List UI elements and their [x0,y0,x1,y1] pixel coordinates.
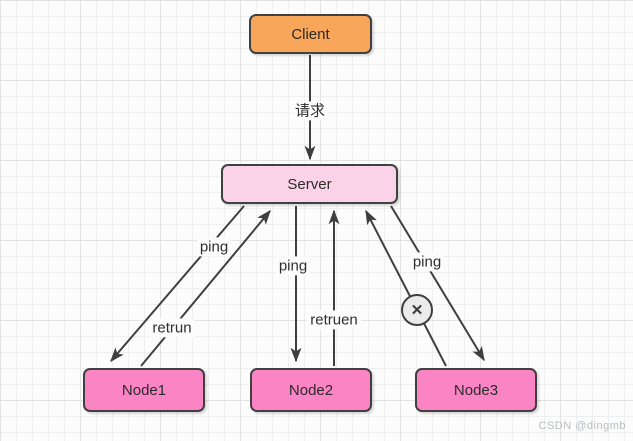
edge-label-return-mid: retruen [307,310,361,330]
cross-glyph: ✕ [410,302,424,319]
edge-server-to-node3-ping [390,205,485,360]
edge-label-request: 请求 [291,101,329,121]
edge-label-ping-left: ping [196,237,232,257]
edge-label-return-left: retrun [149,318,195,338]
edge-server-to-node1-ping [111,205,245,361]
blocked-cross-icon: ✕ [401,294,433,326]
watermark: CSDN @dingmb [538,420,626,432]
edge-label-ping-mid: ping [275,256,311,276]
node3-node: Node3 [415,368,537,412]
client-node: Client [249,14,372,54]
edge-node3-to-server-return-blocked [365,211,447,367]
edge-node1-to-server-return [140,211,270,367]
edge-label-ping-right: ping [409,252,445,272]
node1-node: Node1 [83,368,205,412]
server-node: Server [221,164,398,204]
node2-node: Node2 [250,368,372,412]
